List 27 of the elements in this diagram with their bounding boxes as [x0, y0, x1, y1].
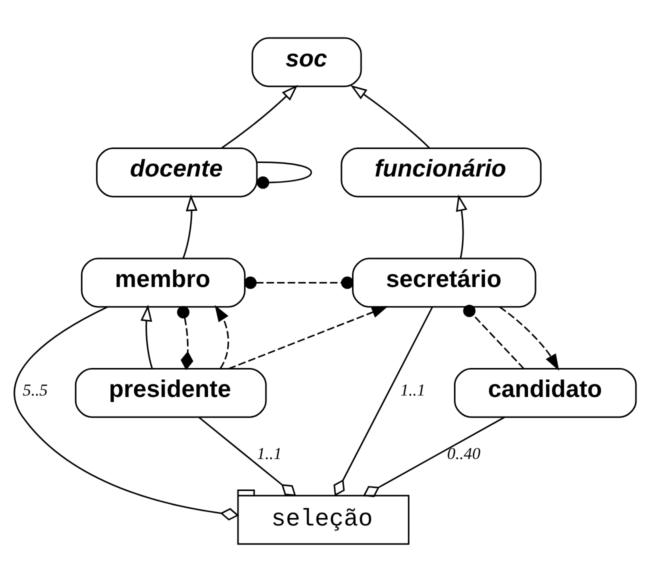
arrow — [220, 84, 298, 149]
arrow — [456, 194, 468, 259]
edge-label: 1..1 — [256, 444, 282, 464]
arrow — [228, 306, 388, 370]
connector — [14, 306, 239, 521]
connector — [244, 276, 354, 289]
arrow — [140, 304, 153, 369]
node-box: funcionário — [340, 148, 542, 198]
connector — [198, 416, 296, 496]
node-box: membro — [80, 258, 246, 308]
node-box: secretário — [352, 258, 536, 308]
arrow — [499, 306, 560, 371]
arrow — [350, 85, 430, 149]
arrow — [214, 305, 230, 370]
connector — [463, 304, 524, 370]
node-box: soc — [252, 37, 362, 88]
connector — [256, 162, 312, 189]
connector — [333, 306, 434, 496]
node-box: presidente — [74, 368, 267, 418]
edge-label: 5..5 — [22, 380, 48, 400]
arrow — [182, 194, 198, 259]
connector — [362, 416, 505, 498]
connector — [177, 306, 194, 370]
node-box: candidato — [454, 368, 637, 418]
edge-label: 0..40 — [447, 444, 480, 464]
edge-label: 1..1 — [400, 380, 426, 400]
node-box: docente — [96, 148, 258, 198]
